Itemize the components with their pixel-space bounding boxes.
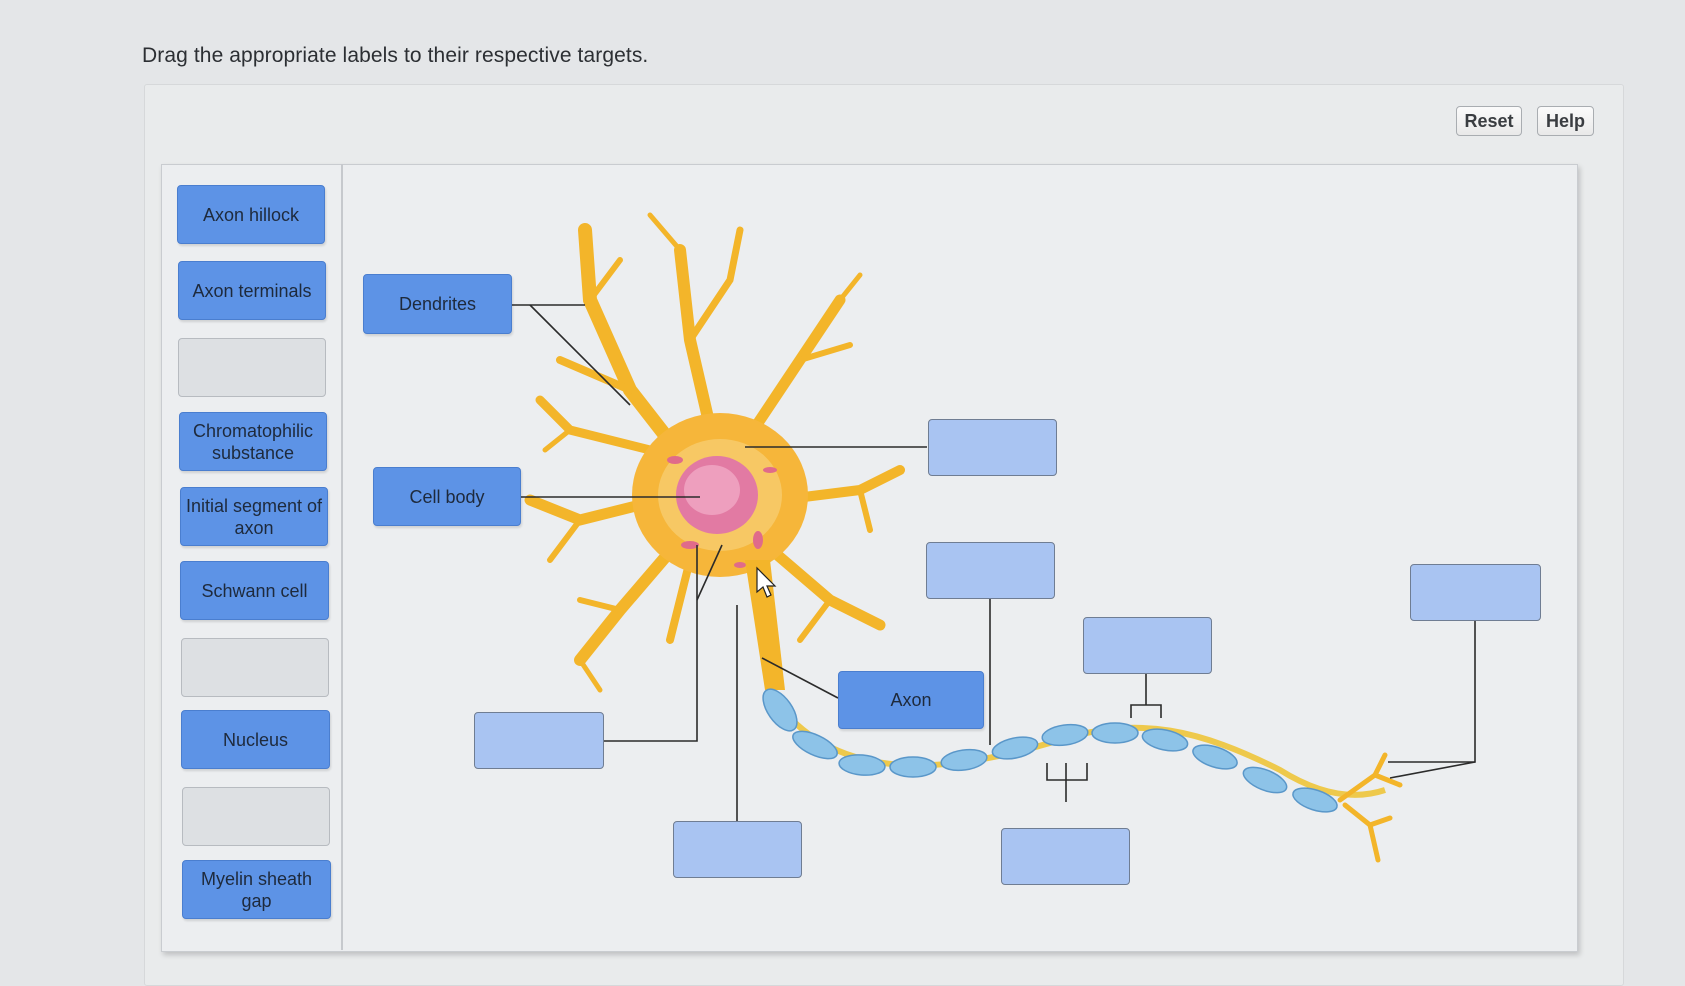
label-chromatophilic-substance[interactable]: Chromatophilic substance [179, 412, 327, 471]
myelin-sheath-icon [762, 688, 1338, 813]
placed-label-dendrites[interactable]: Dendrites [363, 274, 512, 334]
target-box-axon-mid[interactable] [926, 542, 1055, 599]
label-myelin-sheath-gap[interactable]: Myelin sheath gap [182, 860, 331, 919]
reset-button[interactable]: Reset [1456, 106, 1522, 136]
help-button[interactable]: Help [1537, 106, 1594, 136]
label-bank-divider [341, 164, 343, 950]
target-box-myelin-upper[interactable] [1083, 617, 1212, 674]
label-initial-segment-of-axon[interactable]: Initial segment of axon [180, 487, 328, 546]
instruction-text: Drag the appropriate labels to their res… [142, 44, 649, 67]
target-box-nucleus-area[interactable] [928, 419, 1057, 476]
placed-label-cell-body[interactable]: Cell body [373, 467, 521, 526]
mouse-cursor-icon [756, 566, 777, 598]
empty-label-slot [182, 787, 330, 846]
target-box-initial-segment[interactable] [673, 821, 802, 878]
target-box-hillock-left[interactable] [474, 712, 604, 769]
target-box-axon-terminals[interactable] [1410, 564, 1541, 621]
axon-terminals-icon [1337, 752, 1403, 863]
chromatophilic-substance-icon [667, 456, 777, 568]
label-schwann-cell[interactable]: Schwann cell [180, 561, 329, 620]
empty-label-slot [181, 638, 329, 697]
label-nucleus[interactable]: Nucleus [181, 710, 330, 769]
leader-lines [512, 304, 1476, 822]
empty-label-slot [178, 338, 326, 397]
label-axon-terminals[interactable]: Axon terminals [178, 261, 326, 320]
label-axon-hillock[interactable]: Axon hillock [177, 185, 325, 244]
target-box-myelin-gap[interactable] [1001, 828, 1130, 885]
axon-hillock-icon [745, 560, 785, 690]
placed-label-axon[interactable]: Axon [838, 671, 984, 729]
